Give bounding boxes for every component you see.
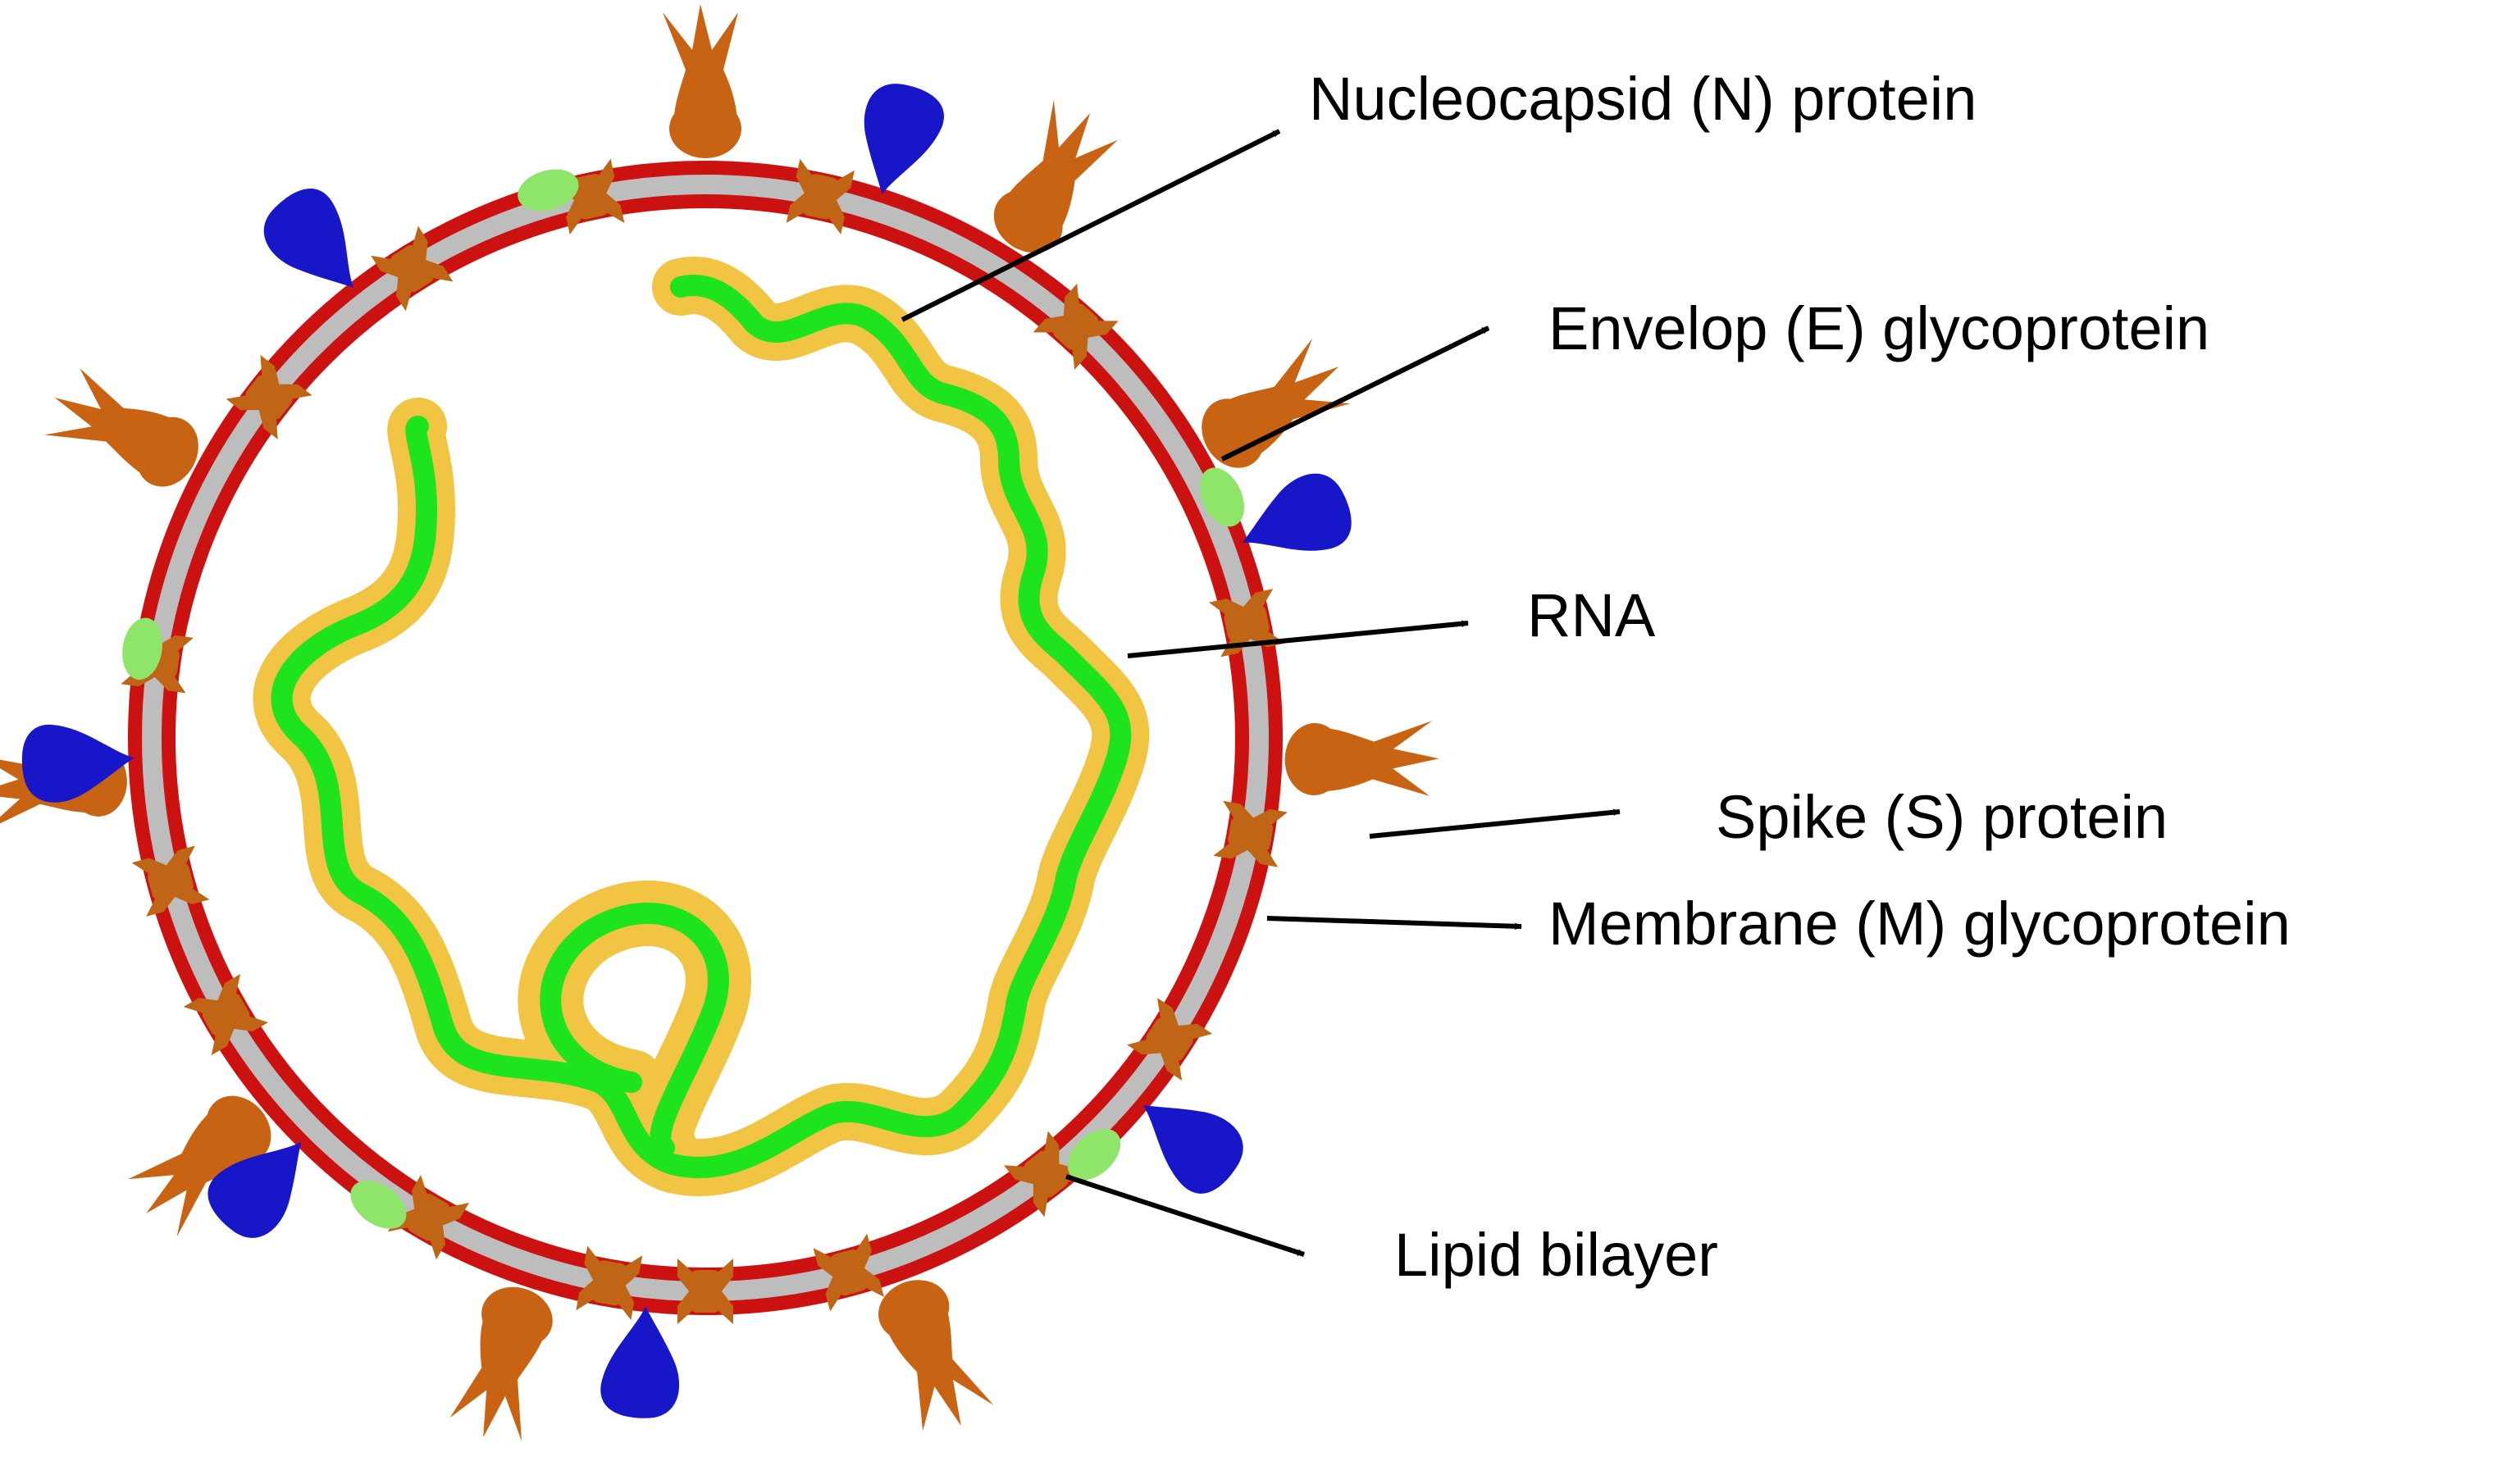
crown-spike-icon — [128, 1095, 271, 1237]
m-protein-icon — [388, 1174, 469, 1260]
m-protein-icon — [131, 845, 210, 917]
surface-protein-group — [21, 84, 1352, 1418]
lipid-arrow — [1065, 1174, 1305, 1257]
e-protein-icon — [122, 617, 163, 681]
e-protein-icon — [1067, 1128, 1121, 1181]
m-protein-icon — [1033, 283, 1119, 370]
e-protein-icon — [1199, 467, 1244, 527]
m-protein-icon — [556, 158, 625, 234]
blue-drop-icon — [207, 1141, 302, 1238]
blue-drop-icon — [864, 84, 944, 195]
m-protein-icon — [576, 1245, 643, 1320]
envelope-arrow — [1220, 325, 1490, 462]
m-protein-icon — [1004, 1131, 1089, 1218]
crown-spike-icon — [449, 1286, 553, 1441]
crown-spike-icon — [663, 4, 741, 158]
m-protein-icon — [1213, 800, 1288, 867]
spike-label: Spike (S) protein — [1716, 783, 2168, 851]
blue-drop-icon — [21, 724, 135, 803]
m-protein-icon — [371, 225, 454, 312]
crown-spike-icon — [993, 99, 1118, 253]
membrane-label: Membrane (M) glycoprotein — [1548, 890, 2291, 958]
rna-label: RNA — [1527, 581, 1656, 649]
blue-drop-icon — [263, 189, 353, 288]
lipid-label: Lipid bilayer — [1394, 1221, 1718, 1289]
membrane-protein-group — [121, 158, 1288, 1324]
rna-loop — [540, 902, 729, 1159]
m-protein-icon — [786, 158, 855, 234]
m-protein-icon — [677, 1259, 733, 1324]
spike-protein-group — [0, 4, 1439, 1441]
blue-drop-icon — [600, 1306, 680, 1418]
crown-spike-icon — [1202, 338, 1351, 468]
rna-arrow — [1127, 620, 1469, 658]
crown-spike-icon — [44, 368, 198, 487]
crown-spike-icon — [878, 1280, 994, 1432]
blue-drop-icon — [1243, 473, 1352, 551]
nucleocapsid-label: Nucleocapsid (N) protein — [1309, 65, 1977, 133]
m-protein-icon — [226, 354, 312, 439]
spike-arrow — [1369, 808, 1621, 839]
e-protein-icon — [518, 169, 579, 212]
blue-drop-icon — [1142, 1105, 1243, 1194]
nucleocapsid-arrow — [901, 129, 1281, 322]
m-protein-icon — [1209, 589, 1285, 658]
membrane-arrow — [1266, 916, 1522, 931]
m-protein-icon — [813, 1233, 884, 1312]
rna-nucleocapsid-complex — [253, 257, 1150, 1196]
pointer-arrows — [901, 129, 1621, 1257]
m-protein-icon — [183, 974, 269, 1055]
e-protein-icon — [350, 1180, 407, 1229]
labels: Nucleocapsid (N) protein Envelop (E) gly… — [1309, 65, 2291, 1289]
rna-strand — [271, 275, 1132, 1179]
envelope-label: Envelop (E) glycoprotein — [1548, 294, 2209, 362]
m-protein-icon — [1127, 998, 1213, 1081]
envelope-protein-group — [122, 169, 1244, 1229]
crown-spike-icon — [1284, 720, 1439, 796]
